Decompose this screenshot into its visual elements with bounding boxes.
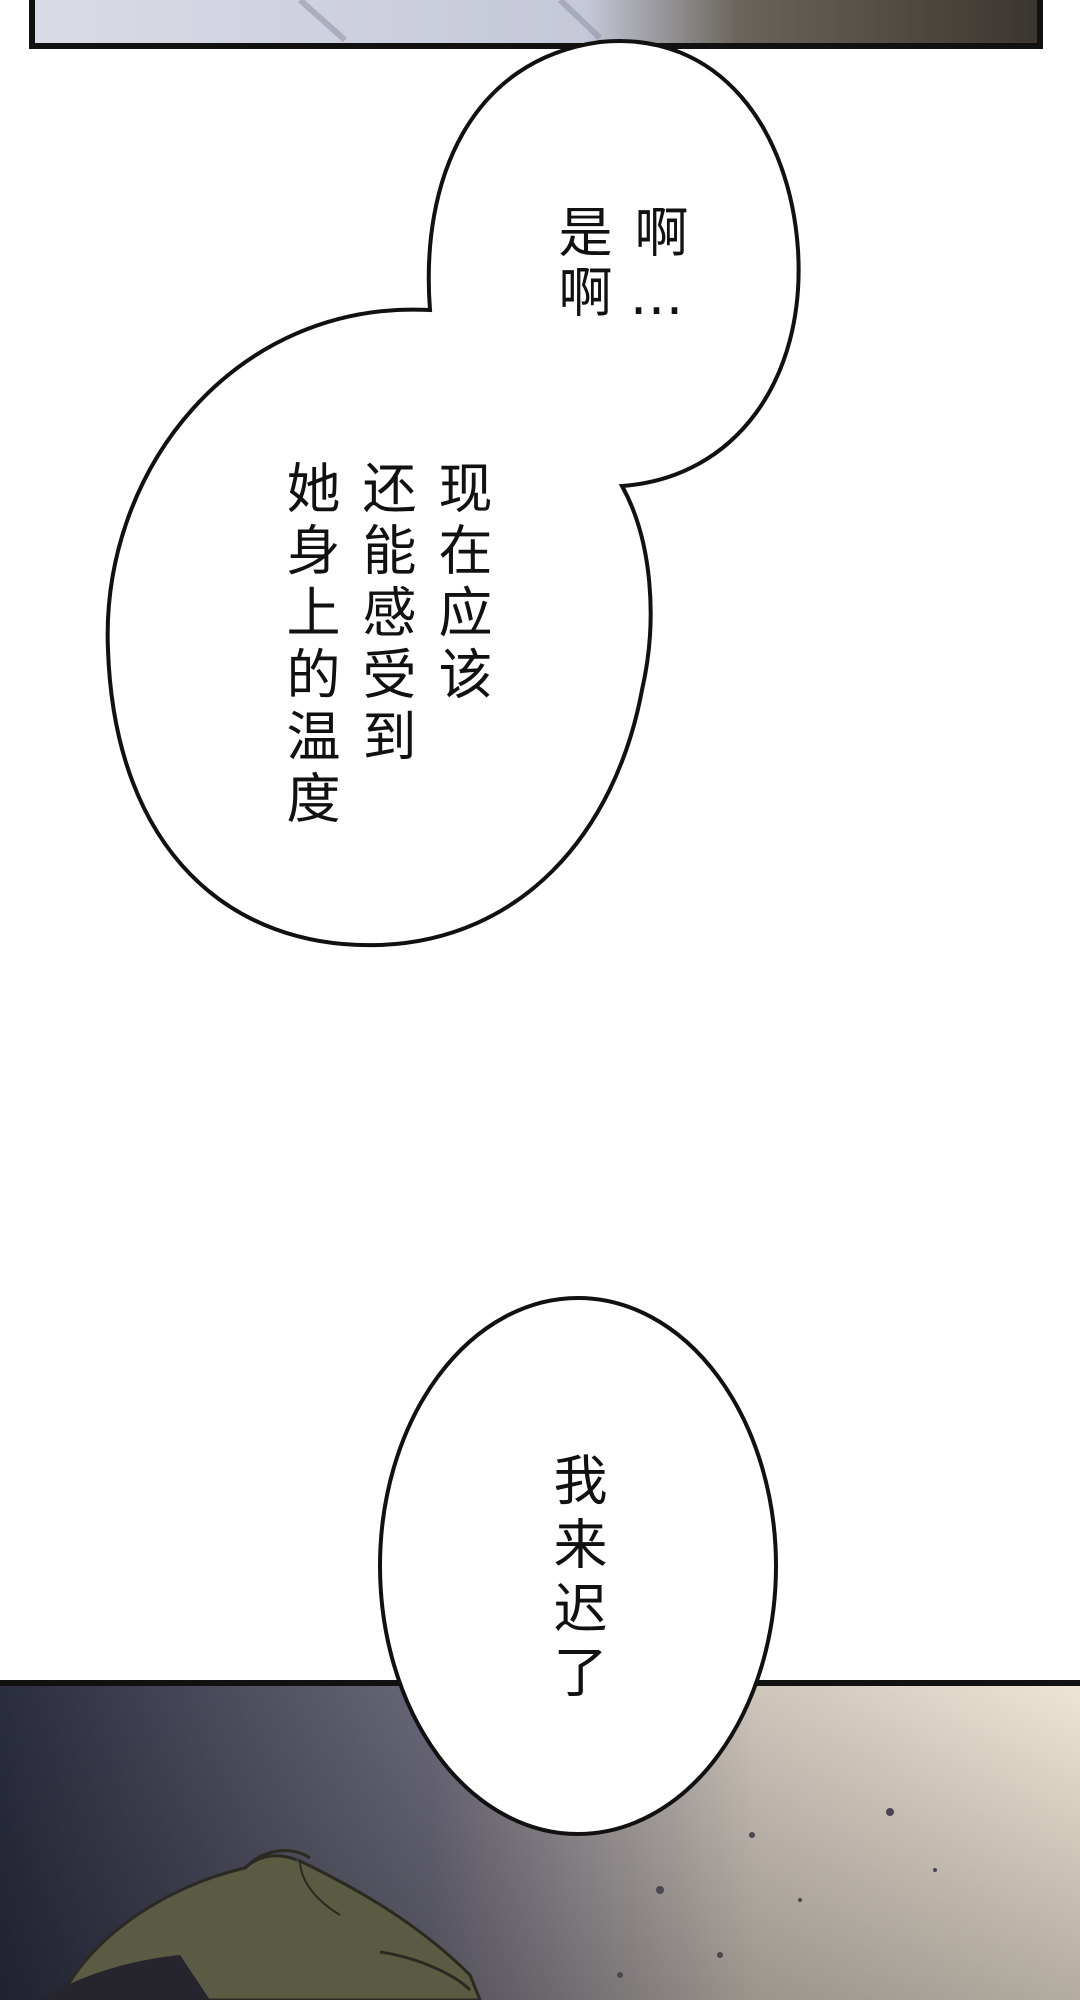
speckle [886, 1808, 894, 1816]
top-panel-border [29, 0, 1043, 49]
speckle [656, 1886, 664, 1894]
speckle [798, 1898, 802, 1902]
speckle [933, 1868, 937, 1872]
speech-bubble-outline [105, 39, 801, 948]
hair-tip [379, 1950, 472, 1992]
hair-strand [299, 1859, 341, 1916]
speckle [717, 1952, 723, 1958]
hair-strand [243, 1849, 311, 1870]
speech-text-late: 我来迟了 [544, 1452, 607, 1708]
speech-bubble-single [378, 1296, 778, 1836]
rain-streak [298, 0, 347, 43]
speech-bubble-double [105, 39, 801, 948]
bottom-panel [0, 1680, 1080, 2000]
character-shoulder [40, 1955, 210, 2000]
top-panel [29, 0, 1043, 49]
speech-text-warmth: 现在应该 还能感受到 她身上的温度 [277, 460, 492, 832]
top-panel-art [32, 0, 1040, 46]
speckle [749, 1832, 755, 1838]
speech-text-ah-yes: 啊… 是啊 [549, 204, 688, 333]
rain-streak [557, 0, 603, 41]
speech-bubble-outline [378, 1296, 778, 1836]
speckle [617, 1972, 623, 1978]
